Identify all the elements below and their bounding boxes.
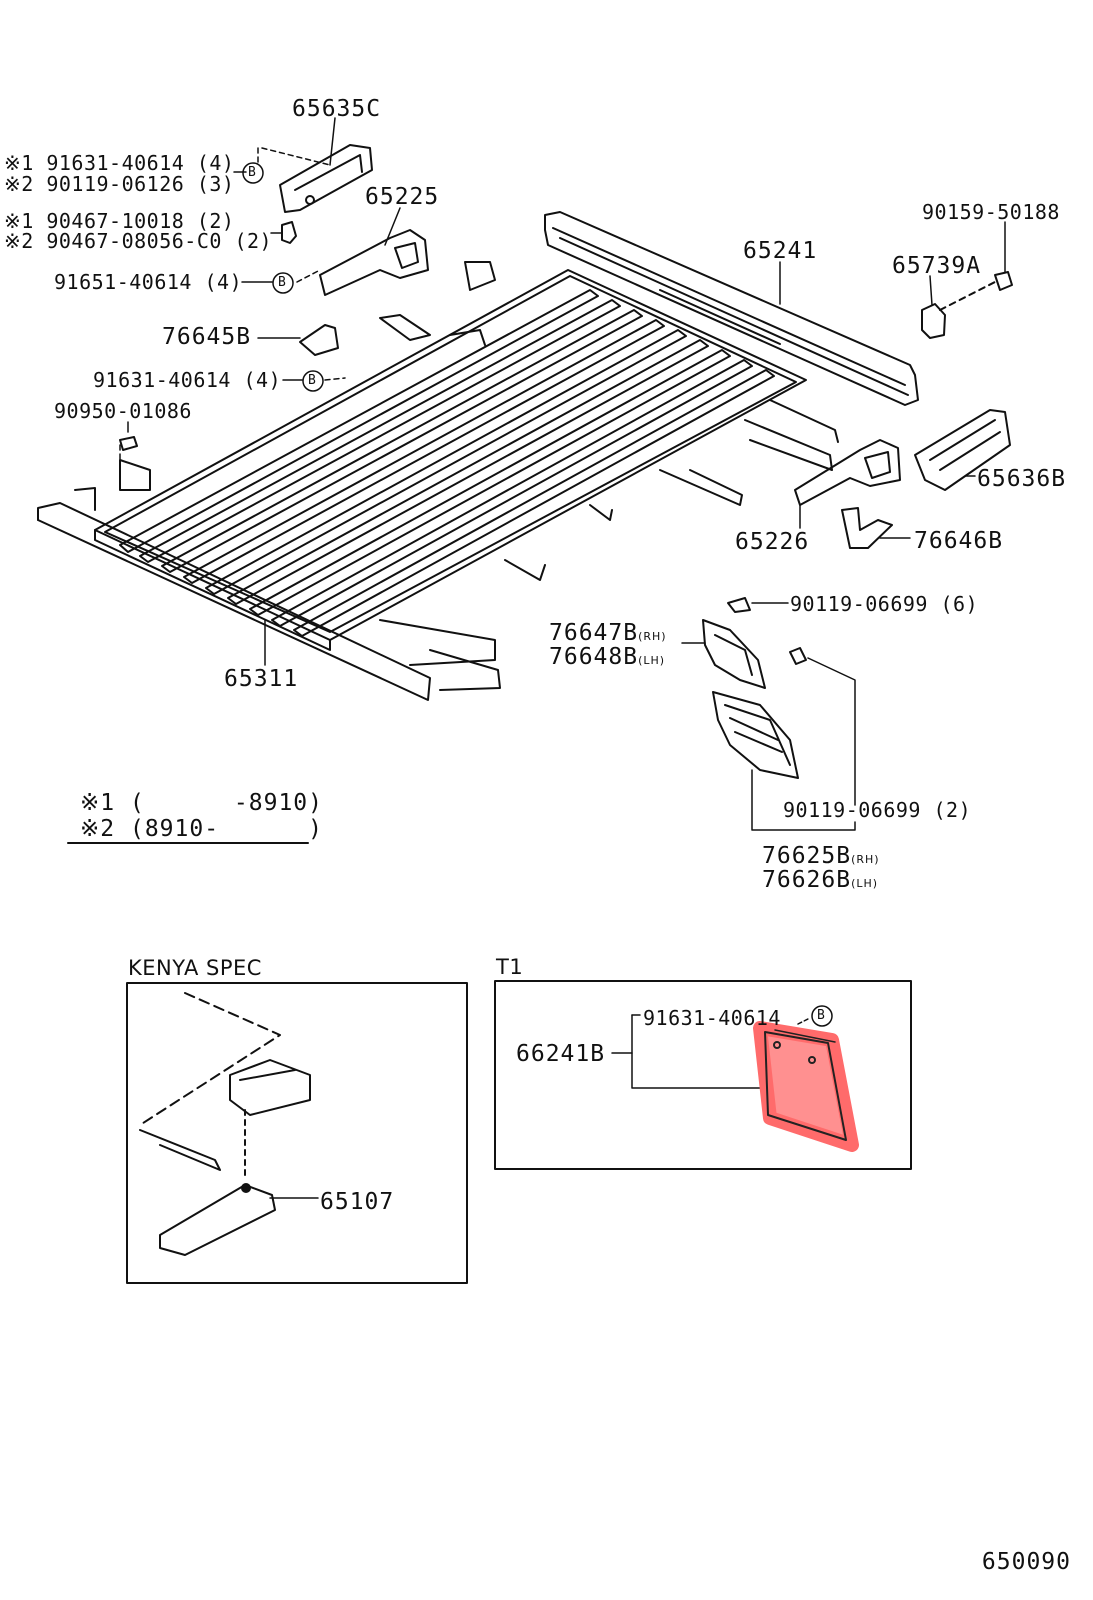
- side-rh: (RH): [851, 853, 880, 866]
- legend-row2: ※2 (8910- ): [80, 816, 323, 842]
- label-90119-06699-6: 90119-06699 (6): [790, 592, 979, 616]
- label-76626B: 76626B(LH): [762, 867, 879, 893]
- front-sill[interactable]: [37, 487, 431, 701]
- b-marker-label: B: [817, 1008, 825, 1023]
- label-76646B: 76646B: [914, 528, 1004, 554]
- cover-65636B[interactable]: [914, 409, 1011, 491]
- label-65635C: 65635C: [292, 96, 382, 122]
- side-lh: (LH): [851, 877, 879, 890]
- label-90467-08056: ※2 90467-08056-C0 (2): [4, 229, 273, 253]
- label-66241B: 66241B: [516, 1041, 606, 1067]
- b-marker-label: B: [308, 373, 316, 388]
- label-76645B: 76645B: [162, 324, 252, 350]
- kenya-spec-box: [126, 982, 468, 1284]
- label-65241: 65241: [743, 238, 818, 264]
- label-90119-06699-2: 90119-06699 (2): [783, 798, 972, 822]
- side-rail-65241[interactable]: [544, 211, 919, 406]
- mud-flap-66241B-highlight[interactable]: [753, 1021, 859, 1152]
- page-code: 650090: [981, 1549, 1071, 1575]
- leader-lines: [119, 117, 1006, 831]
- label-90159-50188: 90159-50188: [922, 200, 1060, 224]
- side-lh: (LH): [638, 654, 666, 667]
- bracket-76645B[interactable]: [299, 324, 339, 356]
- label-76625B: 76625B(RH): [762, 843, 880, 869]
- bracket-76646B[interactable]: [841, 507, 893, 549]
- label-76647B: 76647B(RH): [549, 620, 667, 646]
- label-76648B: 76648B(LH): [549, 644, 666, 670]
- b-marker-label: B: [248, 165, 256, 180]
- legend-row1: ※1 ( -8910): [80, 790, 323, 816]
- label-90467-10018: ※1 90467-10018 (2): [4, 209, 235, 233]
- side-rh: (RH): [638, 630, 667, 643]
- clip-65739A[interactable]: [921, 271, 1013, 339]
- label-91631-40614-b: 91631-40614 (4): [93, 368, 282, 392]
- label-90119-06126: ※2 90119-06126 (3): [4, 172, 235, 196]
- label-91651-40614: 91651-40614 (4): [54, 270, 243, 294]
- bracket-65226[interactable]: [794, 439, 901, 506]
- label-65225: 65225: [365, 184, 440, 210]
- bracket-76647B[interactable]: [702, 597, 766, 689]
- b-marker-label: B: [278, 275, 286, 290]
- t1-title: T1: [496, 955, 524, 979]
- mudguard-76625B[interactable]: [712, 647, 807, 779]
- kenya-spec-title: KENYA SPEC: [128, 956, 262, 980]
- label-65226: 65226: [735, 529, 810, 555]
- label-91631-40614-a: ※1 91631-40614 (4): [4, 151, 235, 175]
- crossmembers: [119, 261, 839, 691]
- label-90950-01086: 90950-01086: [54, 399, 192, 423]
- label-91631-40614-t1: 91631-40614: [643, 1006, 781, 1030]
- bracket-65225[interactable]: [319, 229, 429, 296]
- label-65739A: 65739A: [892, 253, 982, 279]
- floor-panel-65311[interactable]: [94, 269, 807, 651]
- b-markers: [242, 162, 833, 1027]
- bracket-65635C[interactable]: [279, 144, 373, 213]
- clip-90467: [281, 221, 297, 244]
- label-65311: 65311: [224, 666, 299, 692]
- label-65636B: 65636B: [977, 466, 1067, 492]
- nut-90950: [119, 436, 138, 451]
- t1-box: [494, 980, 912, 1170]
- label-65107: 65107: [320, 1189, 395, 1215]
